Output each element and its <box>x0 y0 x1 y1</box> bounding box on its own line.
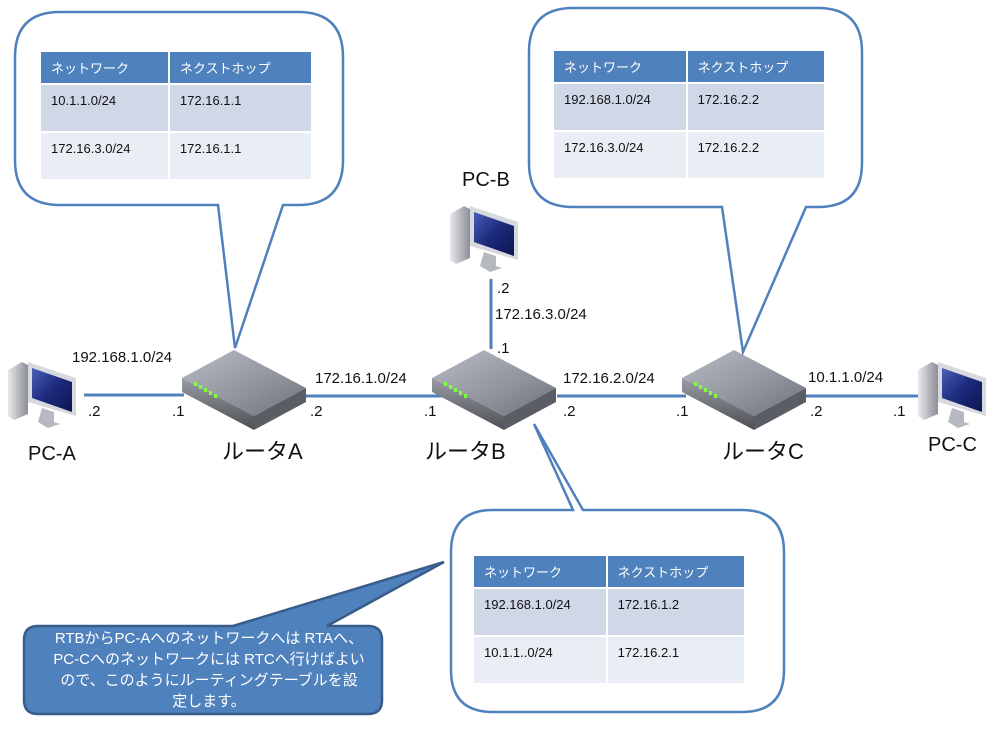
table-row: 192.168.1.0/24 172.16.1.2 <box>474 589 744 635</box>
cell-next-hop: 172.16.1.1 <box>169 133 311 179</box>
if-label-rta-right: .2 <box>310 403 323 420</box>
note-callout <box>22 560 445 716</box>
cell-network: 172.16.3.0/24 <box>554 132 686 178</box>
cell-next-hop: 172.16.1.1 <box>169 85 311 131</box>
table-row: 10.1.1.0/24 172.16.1.1 <box>41 85 311 131</box>
if-label-rta-left: .1 <box>172 403 185 420</box>
if-label-pcb: .2 <box>497 280 510 297</box>
table-header-network: ネットワーク <box>474 556 606 587</box>
table-row: 192.168.1.0/24 172.16.2.2 <box>554 84 824 130</box>
cell-next-hop: 172.16.2.2 <box>687 132 824 178</box>
table-header-next-hop: ネクストホップ <box>169 52 311 83</box>
router-a-icon[interactable] <box>182 350 306 430</box>
pc-c-label: PC-C <box>928 434 977 456</box>
routing-table-router-c: ネットワーク ネクストホップ 192.168.1.0/24 172.16.2.2… <box>552 49 826 180</box>
cell-next-hop: 172.16.2.2 <box>687 84 824 130</box>
router-c-icon[interactable] <box>682 350 806 430</box>
table-row: 172.16.3.0/24 172.16.2.2 <box>554 132 824 178</box>
pc-b-label: PC-B <box>462 169 510 191</box>
cell-network: 10.1.1.0/24 <box>41 85 168 131</box>
cell-next-hop: 172.16.1.2 <box>607 589 744 635</box>
pc-a-label: PC-A <box>28 443 76 465</box>
if-label-pca: .2 <box>88 403 101 420</box>
if-label-rtb-right: .2 <box>563 403 576 420</box>
network-label-rtb-rtc: 172.16.2.0/24 <box>563 370 655 387</box>
cell-network: 10.1.1..0/24 <box>474 637 606 683</box>
pc-a-icon[interactable] <box>8 362 76 428</box>
note-line: PC-Cへのネットワークには RTCへ行けばよい <box>53 651 365 668</box>
table-header-network: ネットワーク <box>554 51 686 82</box>
pc-b-icon[interactable] <box>450 206 518 272</box>
router-a-label: ルータA <box>222 439 303 464</box>
note-line: 定します。 <box>172 693 246 710</box>
network-label-rtb-pcb: 172.16.3.0/24 <box>495 306 587 323</box>
explanation-note: RTBからPC-Aへのネットワークへは RTAへ、 PC-Cへのネットワークには… <box>40 628 378 712</box>
network-label-pca-rta: 192.168.1.0/24 <box>72 349 173 366</box>
router-b-icon[interactable] <box>432 350 556 430</box>
note-line: RTBからPC-Aへのネットワークへは RTAへ、 <box>54 630 364 647</box>
routing-table-router-a: ネットワーク ネクストホップ 10.1.1.0/24 172.16.1.1 17… <box>39 50 313 181</box>
table-header-next-hop: ネクストホップ <box>687 51 824 82</box>
cell-next-hop: 172.16.2.1 <box>607 637 744 683</box>
if-label-rtc-right: .2 <box>810 403 823 420</box>
table-row: 172.16.3.0/24 172.16.1.1 <box>41 133 311 179</box>
pc-c-icon[interactable] <box>918 362 986 428</box>
if-label-pcc: .1 <box>893 403 906 420</box>
if-label-rtb-top: .1 <box>497 340 510 357</box>
cell-network: 192.168.1.0/24 <box>554 84 686 130</box>
table-row: 10.1.1..0/24 172.16.2.1 <box>474 637 744 683</box>
router-b-label: ルータB <box>425 439 506 464</box>
if-label-rtc-left: .1 <box>676 403 689 420</box>
routing-table-router-b: ネットワーク ネクストホップ 192.168.1.0/24 172.16.1.2… <box>472 554 746 685</box>
router-c-label: ルータC <box>722 439 804 464</box>
network-label-rtc-pcc: 10.1.1.0/24 <box>808 369 884 386</box>
network-label-rta-rtb: 172.16.1.0/24 <box>315 370 407 387</box>
note-line: ので、このようにルーティングテーブルを設 <box>60 672 358 689</box>
table-header-next-hop: ネクストホップ <box>607 556 744 587</box>
cell-network: 192.168.1.0/24 <box>474 589 606 635</box>
cell-network: 172.16.3.0/24 <box>41 133 168 179</box>
if-label-rtb-left: .1 <box>424 403 437 420</box>
table-header-network: ネットワーク <box>41 52 168 83</box>
